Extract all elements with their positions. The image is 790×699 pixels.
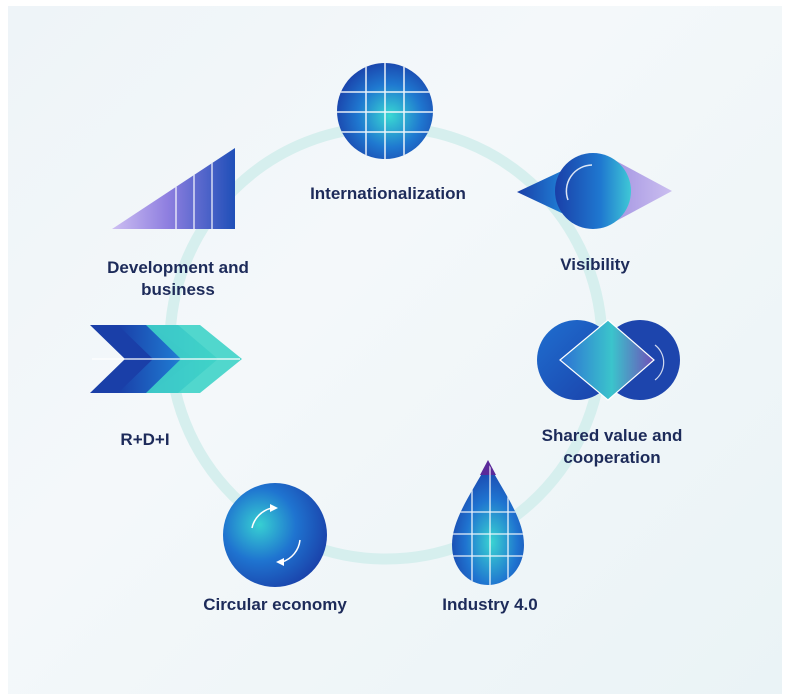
label-shared-value: Shared value and cooperation (522, 425, 702, 469)
label-industry: Industry 4.0 (442, 595, 538, 614)
globe-icon (337, 63, 433, 159)
shared-value-icon (537, 319, 680, 401)
label-rdi: R+D+I (120, 430, 170, 449)
label-development-line2: business (141, 280, 215, 299)
drop-icon (452, 460, 524, 585)
label-internationalization: Internationalization (310, 184, 466, 203)
label-visibility: Visibility (560, 255, 630, 274)
chevrons-icon (90, 325, 242, 393)
label-shared-value-line2: cooperation (563, 448, 661, 467)
triangle-bars-icon (112, 148, 235, 229)
eye-icon (517, 153, 672, 229)
label-shared-value-line1: Shared value and (541, 426, 683, 445)
label-development: Development and business (88, 257, 268, 301)
label-circular-economy: Circular economy (203, 595, 347, 614)
circular-economy-icon (223, 483, 327, 587)
label-development-line1: Development and (107, 258, 249, 277)
